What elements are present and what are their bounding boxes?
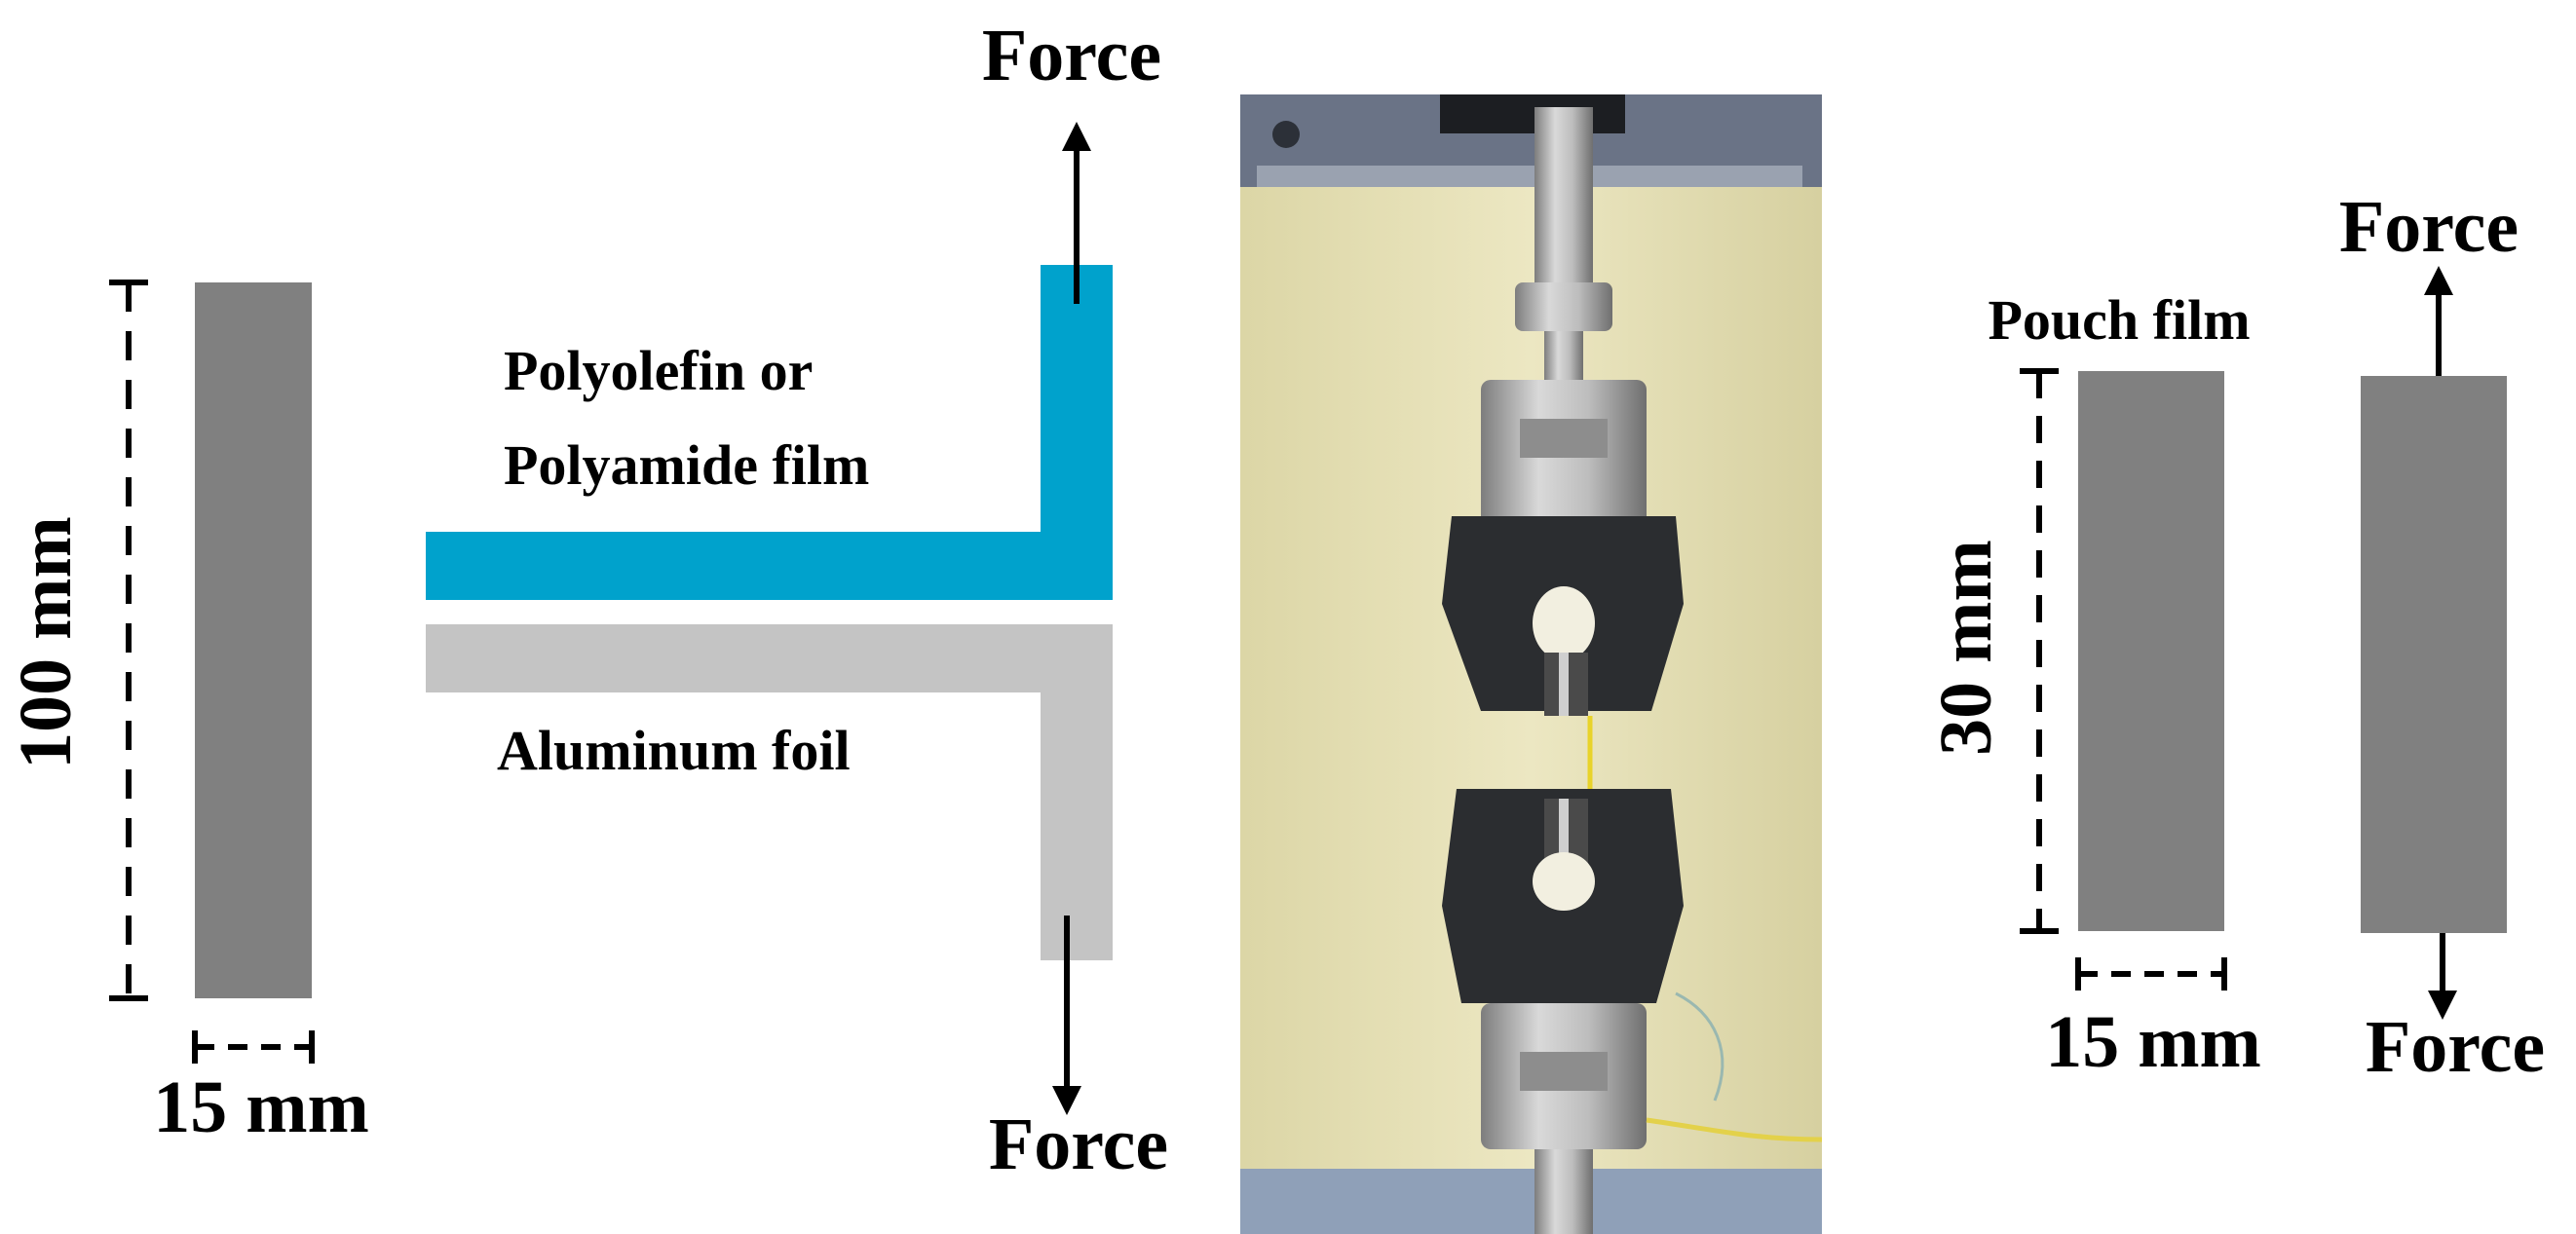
force-label-bottom: Force — [989, 1103, 1168, 1185]
upper-rod — [1534, 107, 1593, 302]
pouch-width-label: 15 mm — [2045, 1001, 2261, 1083]
pouch-specimen-static — [2078, 371, 2224, 931]
strip-specimen-100mm — [195, 282, 312, 998]
polymer-film-horizontal — [426, 532, 1113, 600]
polymer-film-vertical — [1041, 265, 1113, 600]
aluminum-label: Aluminum foil — [497, 719, 851, 782]
pouch-specimen-loaded — [2361, 376, 2507, 933]
aluminum-foil-vertical — [1041, 624, 1113, 960]
width-label: 15 mm — [153, 1066, 369, 1148]
pouch-length-label: 30 mm — [1925, 540, 2007, 756]
panel-a-strip-specimen: 100 mm 15 mm — [5, 280, 369, 1148]
panel-b-t-peel-diagram: Force Polyolefin or Polyamide film Alumi… — [426, 15, 1168, 1185]
yellow-cable — [1646, 1117, 1822, 1142]
polymer-label-line2: Polyamide film — [504, 433, 869, 497]
force-label-top: Force — [982, 15, 1161, 96]
pouch-force-label-top: Force — [2339, 186, 2519, 268]
aluminum-foil-horizontal — [426, 624, 1113, 692]
pouch-label: Pouch film — [1988, 288, 2250, 352]
length-label: 100 mm — [5, 516, 87, 769]
pouch-force-label-bottom: Force — [2366, 1006, 2545, 1088]
panel-d-pouch-film: Pouch film 30 mm 15 mm Force Force — [1925, 186, 2545, 1088]
panel-c-tensile-tester-photo — [1240, 94, 1822, 1234]
polymer-label-line1: Polyolefin or — [504, 339, 813, 402]
